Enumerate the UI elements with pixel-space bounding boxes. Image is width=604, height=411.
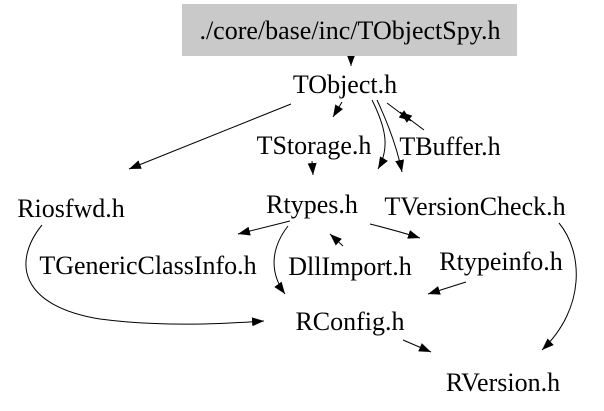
node-rversion[interactable]: RVersion.h [446, 368, 560, 397]
node-tgenericclassinfo[interactable]: TGenericClassInfo.h [39, 251, 256, 280]
edge-tversioncheck-to-rversion [541, 222, 577, 351]
edge-rtypeinfo-to-rconfig [427, 281, 467, 295]
edge-tobject-to-riosfwd [128, 103, 292, 170]
edge-dllimport-to-rtypes [329, 233, 344, 247]
edge-tstorage-to-rtypes [307, 160, 317, 176]
edge-tobject-to-tversioncheck [376, 99, 405, 173]
edge-tobject-to-tstorage [332, 101, 344, 118]
edge-rtypes-to-tgenericclassinfo [237, 220, 291, 236]
node-tbuffer[interactable]: TBuffer.h [399, 132, 500, 161]
edge-tobject-to-rtypes [371, 99, 388, 170]
edge-rtypes-to-rtypeinfo [369, 223, 421, 239]
edge-rtypes-to-rconfig [273, 225, 289, 295]
edge-tobject-to-tbuffer [386, 102, 412, 122]
node-dllimport[interactable]: DllImport.h [288, 252, 412, 281]
node-riosfwd[interactable]: Riosfwd.h [17, 194, 125, 223]
node-tobjectspy: ./core/base/inc/TObjectSpy.h [199, 16, 500, 45]
node-rtypeinfo[interactable]: Rtypeinfo.h [439, 247, 563, 276]
node-tobject[interactable]: TObject.h [293, 70, 397, 99]
node-tversioncheck[interactable]: TVersionCheck.h [384, 192, 565, 221]
edge-riosfwd-to-rconfig [25, 224, 265, 327]
root-node-box [182, 4, 517, 56]
node-rtypes[interactable]: Rtypes.h [266, 190, 358, 219]
node-rconfig[interactable]: RConfig.h [295, 307, 404, 336]
edge-rconfig-to-rversion [402, 339, 432, 353]
edge-tbuffer-to-tobject [399, 111, 425, 131]
node-tstorage[interactable]: TStorage.h [257, 131, 372, 160]
